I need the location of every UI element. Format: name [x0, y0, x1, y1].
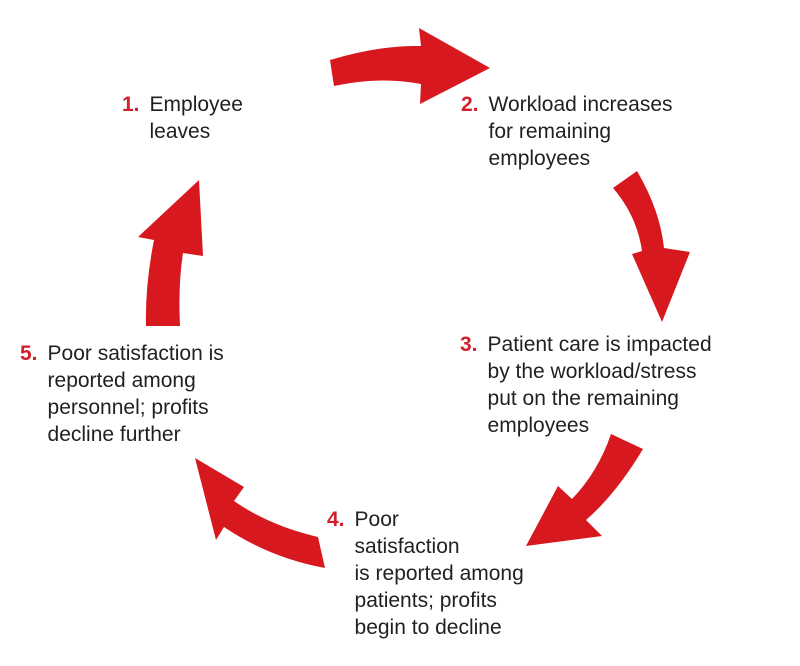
arrow-3-to-4 [526, 434, 643, 546]
step-text: Poor satisfaction is reported among pers… [48, 340, 224, 448]
cycle-step-5: 5. Poor satisfaction is reported among p… [20, 340, 224, 448]
cycle-step-1: 1. Employee leaves [122, 91, 243, 145]
step-text-line: Poor satisfaction is [47, 342, 224, 365]
step-text-line: is reported among [354, 562, 524, 585]
step-text: Poor satisfaction is reported among pati… [355, 506, 524, 641]
cycle-step-3: 3. Patient care is impacted by the workl… [460, 331, 712, 439]
step-text-line: begin to decline [354, 616, 502, 639]
step-number: 3. [460, 333, 478, 356]
step-text-line: reported among [47, 369, 196, 392]
step-text-line: Employee [149, 93, 243, 116]
step-text-line: Poor [354, 508, 399, 531]
step-text-line: satisfaction [354, 535, 460, 558]
cycle-step-2: 2. Workload increases for remaining empl… [461, 91, 673, 172]
step-number: 1. [122, 93, 140, 116]
step-number: 2. [461, 93, 479, 116]
step-text-line: by the workload/stress [487, 360, 697, 383]
arrow-1-to-2 [330, 28, 490, 104]
step-number: 5. [20, 342, 38, 365]
step-text: Patient care is impacted by the workload… [488, 331, 712, 439]
step-text: Employee leaves [150, 91, 243, 145]
step-text-line: Patient care is impacted [487, 333, 712, 356]
step-text-line: patients; profits [354, 589, 497, 612]
step-text: Workload increases for remaining employe… [489, 91, 673, 172]
arrow-5-to-1 [138, 180, 203, 326]
cycle-step-4: 4. Poor satisfaction is reported among p… [327, 506, 524, 641]
step-text-line: put on the remaining [487, 387, 679, 410]
step-text-line: Workload increases [488, 93, 673, 116]
arrow-4-to-5 [195, 458, 325, 568]
step-text-line: employees [487, 414, 590, 437]
step-number: 4. [327, 508, 345, 531]
step-text-line: decline further [47, 423, 181, 446]
arrow-2-to-3 [613, 171, 690, 322]
step-text-line: employees [488, 147, 591, 170]
step-text-line: for remaining [488, 120, 612, 143]
step-text-line: personnel; profits [47, 396, 209, 419]
step-text-line: leaves [149, 120, 211, 143]
